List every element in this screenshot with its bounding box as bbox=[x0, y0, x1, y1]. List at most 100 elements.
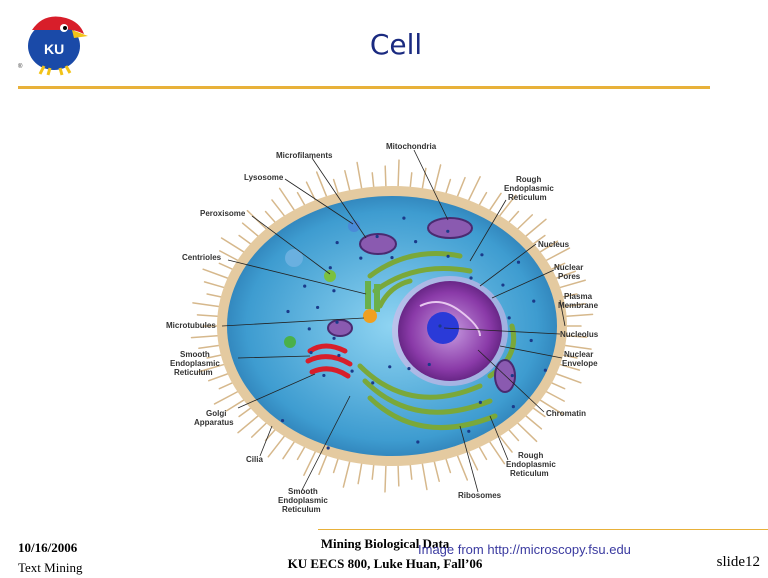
cilium bbox=[342, 461, 351, 488]
cilium bbox=[344, 170, 351, 191]
cilium bbox=[203, 281, 225, 289]
cilium bbox=[296, 446, 306, 461]
cilium bbox=[220, 237, 245, 253]
mitochondria-group bbox=[327, 217, 516, 393]
cilium bbox=[517, 422, 538, 443]
cilium bbox=[384, 465, 387, 493]
cilium bbox=[202, 268, 229, 279]
cilium bbox=[267, 435, 286, 458]
ribosomes bbox=[280, 216, 547, 450]
label-nuclear-envelope: Envelope bbox=[562, 359, 598, 368]
ribosome bbox=[280, 418, 285, 423]
ribosome bbox=[332, 336, 336, 340]
cilium bbox=[198, 363, 225, 373]
ribosome bbox=[427, 362, 431, 367]
image-credit: Image from http://microscopy.fsu.edu bbox=[418, 542, 631, 557]
footer-subtitle: Mining Biological Data bbox=[320, 536, 450, 551]
cilium bbox=[489, 441, 506, 465]
cilium bbox=[371, 464, 375, 480]
cilium bbox=[545, 247, 571, 262]
cilium bbox=[397, 465, 400, 487]
footer-center: Mining Biological Data KU EECS 800, Luke… bbox=[250, 534, 520, 574]
cilium bbox=[498, 435, 513, 453]
cilium bbox=[357, 463, 363, 485]
cilium bbox=[467, 176, 481, 201]
ribosome bbox=[337, 353, 341, 358]
nucleolus bbox=[427, 312, 459, 344]
label-smooth-er-bottom: Reticulum bbox=[282, 505, 321, 514]
centrioles bbox=[365, 281, 380, 312]
cilium bbox=[532, 407, 546, 418]
cilium bbox=[318, 455, 328, 476]
cilium bbox=[565, 335, 588, 338]
ku-jayhawk-logo: KU ® bbox=[18, 16, 88, 76]
cilium bbox=[467, 451, 479, 471]
cilium bbox=[555, 270, 576, 279]
label-nucleolus: Nucleolus bbox=[560, 330, 599, 339]
label-plasma-membrane: Plasma bbox=[564, 292, 593, 301]
cilia-fringe bbox=[190, 159, 594, 493]
cilium bbox=[409, 464, 413, 480]
ribosome bbox=[322, 373, 326, 378]
ribosome bbox=[516, 260, 521, 264]
footer-rule bbox=[318, 529, 768, 530]
svg-text:®: ® bbox=[18, 63, 23, 70]
slide-number: slide12 bbox=[716, 554, 760, 570]
peroxisome bbox=[324, 270, 336, 282]
cilium bbox=[218, 382, 233, 390]
ribosome bbox=[335, 320, 339, 324]
label-nuclear-envelope: Nuclear bbox=[564, 350, 593, 359]
label-centrioles: Centrioles bbox=[182, 253, 222, 262]
label-rough-er-top: Reticulum bbox=[508, 193, 547, 202]
cilium bbox=[445, 458, 452, 474]
label-rough-er-bottom: Reticulum bbox=[510, 469, 549, 478]
cilium bbox=[456, 176, 466, 197]
cilium bbox=[539, 399, 564, 415]
ribosome bbox=[510, 373, 514, 378]
cilium bbox=[238, 407, 252, 418]
cilium bbox=[564, 344, 592, 350]
ribosome bbox=[507, 316, 511, 320]
cilium bbox=[384, 165, 387, 187]
footer-left: 10/16/2006 Text Mining bbox=[18, 538, 82, 578]
cilium bbox=[225, 399, 245, 412]
cilium bbox=[264, 210, 276, 223]
label-nuclear-pores: Pores bbox=[558, 272, 581, 281]
logo-beak bbox=[72, 30, 88, 38]
ribosome bbox=[328, 266, 332, 270]
cilium bbox=[409, 172, 413, 188]
vesicle bbox=[285, 249, 303, 267]
cilium bbox=[421, 463, 428, 491]
cilium bbox=[508, 210, 520, 223]
cilium bbox=[562, 293, 578, 298]
cilium bbox=[539, 240, 559, 253]
logo-head bbox=[32, 16, 84, 34]
label-peroxisome: Peroxisome bbox=[200, 209, 246, 218]
cilium bbox=[508, 429, 520, 442]
cilium bbox=[271, 199, 286, 217]
cilium bbox=[237, 415, 259, 434]
leader-lines bbox=[221, 149, 566, 493]
cilium bbox=[498, 194, 517, 217]
ribosome bbox=[529, 338, 533, 343]
label-rough-er-bottom: Endoplasmic bbox=[506, 460, 556, 469]
cilium bbox=[305, 181, 317, 201]
footer-date: 10/16/2006 bbox=[18, 540, 78, 555]
ribosome bbox=[371, 381, 375, 385]
label-chromatin: Chromatin bbox=[546, 409, 586, 418]
cilium bbox=[559, 363, 581, 371]
label-ribosomes: Ribosomes bbox=[458, 491, 502, 500]
cilium bbox=[559, 279, 586, 289]
label-lysosome: Lysosome bbox=[244, 173, 284, 182]
cilium bbox=[456, 455, 469, 481]
cilium bbox=[565, 313, 594, 317]
ribosome bbox=[438, 324, 442, 328]
cilium bbox=[433, 164, 442, 191]
cilium bbox=[525, 415, 543, 430]
ribosome bbox=[416, 440, 420, 444]
ribosome bbox=[286, 309, 290, 314]
label-smooth-er-left: Endoplasmic bbox=[170, 359, 220, 368]
label-mitochondria: Mitochondria bbox=[386, 142, 437, 151]
cilium bbox=[206, 293, 222, 298]
ribosome bbox=[501, 283, 505, 287]
